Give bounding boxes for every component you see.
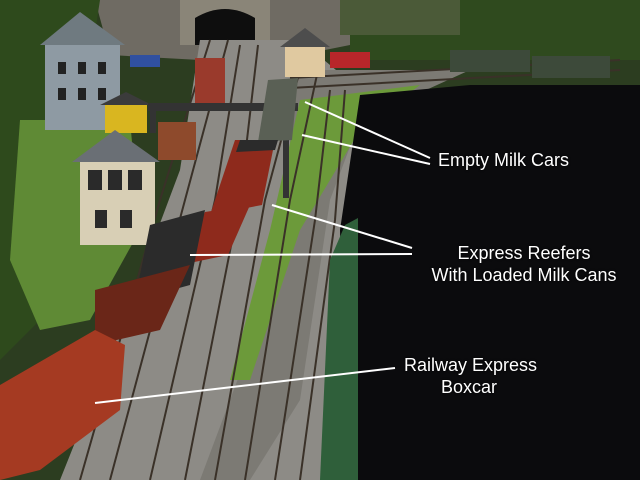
signal-bridge	[148, 103, 298, 198]
express-reefer-2	[180, 205, 250, 265]
track-ballast-right	[200, 70, 470, 480]
rail-8	[299, 89, 346, 480]
express-reefer-1	[210, 140, 275, 215]
express-reefer-3	[95, 265, 190, 345]
blue-car	[130, 55, 160, 67]
label-railway-express-line1: Railway Express	[404, 355, 538, 375]
label-express-reefers-line1: Express Reefers	[457, 243, 591, 263]
label-empty-milk-cars-text: Empty Milk Cars	[438, 150, 570, 170]
empty-milk-car	[258, 78, 298, 142]
label-express-reefers-line2: With Loaded Milk Cans	[431, 265, 617, 285]
station-building	[280, 28, 330, 77]
rail-6	[244, 69, 319, 480]
label-empty-milk-cars: Empty Milk Cars	[438, 149, 569, 171]
express-reefer-1-roof	[236, 140, 278, 152]
red-truck	[330, 52, 370, 68]
arrow-boxcar	[94, 367, 396, 404]
milk-car-top-2	[532, 56, 610, 78]
switch-tower	[72, 130, 160, 245]
label-railway-express-line2: Boxcar	[440, 377, 498, 397]
milk-car-top-1	[450, 50, 530, 72]
grass-strip	[230, 85, 420, 380]
boxcar-siding	[158, 122, 196, 160]
railway-express-boxcar	[0, 330, 125, 480]
fascia-edge	[320, 218, 358, 480]
rail-7	[274, 89, 331, 480]
layout-void	[340, 85, 640, 480]
rock-wall-right	[340, 0, 460, 35]
arrow-empty-milk-2	[301, 134, 431, 165]
arrow-reefers-1	[271, 204, 413, 249]
arrow-empty-milk-1	[304, 101, 431, 159]
label-railway-express: Railway Express Boxcar	[404, 354, 538, 398]
arrow-reefers-2	[189, 253, 413, 256]
boxcar-yard	[195, 58, 225, 103]
yellow-shed	[100, 92, 152, 133]
callout-arrows	[94, 101, 431, 404]
label-express-reefers: Express Reefers With Loaded Milk Cans	[412, 242, 636, 286]
tunnel-opening	[195, 9, 255, 45]
